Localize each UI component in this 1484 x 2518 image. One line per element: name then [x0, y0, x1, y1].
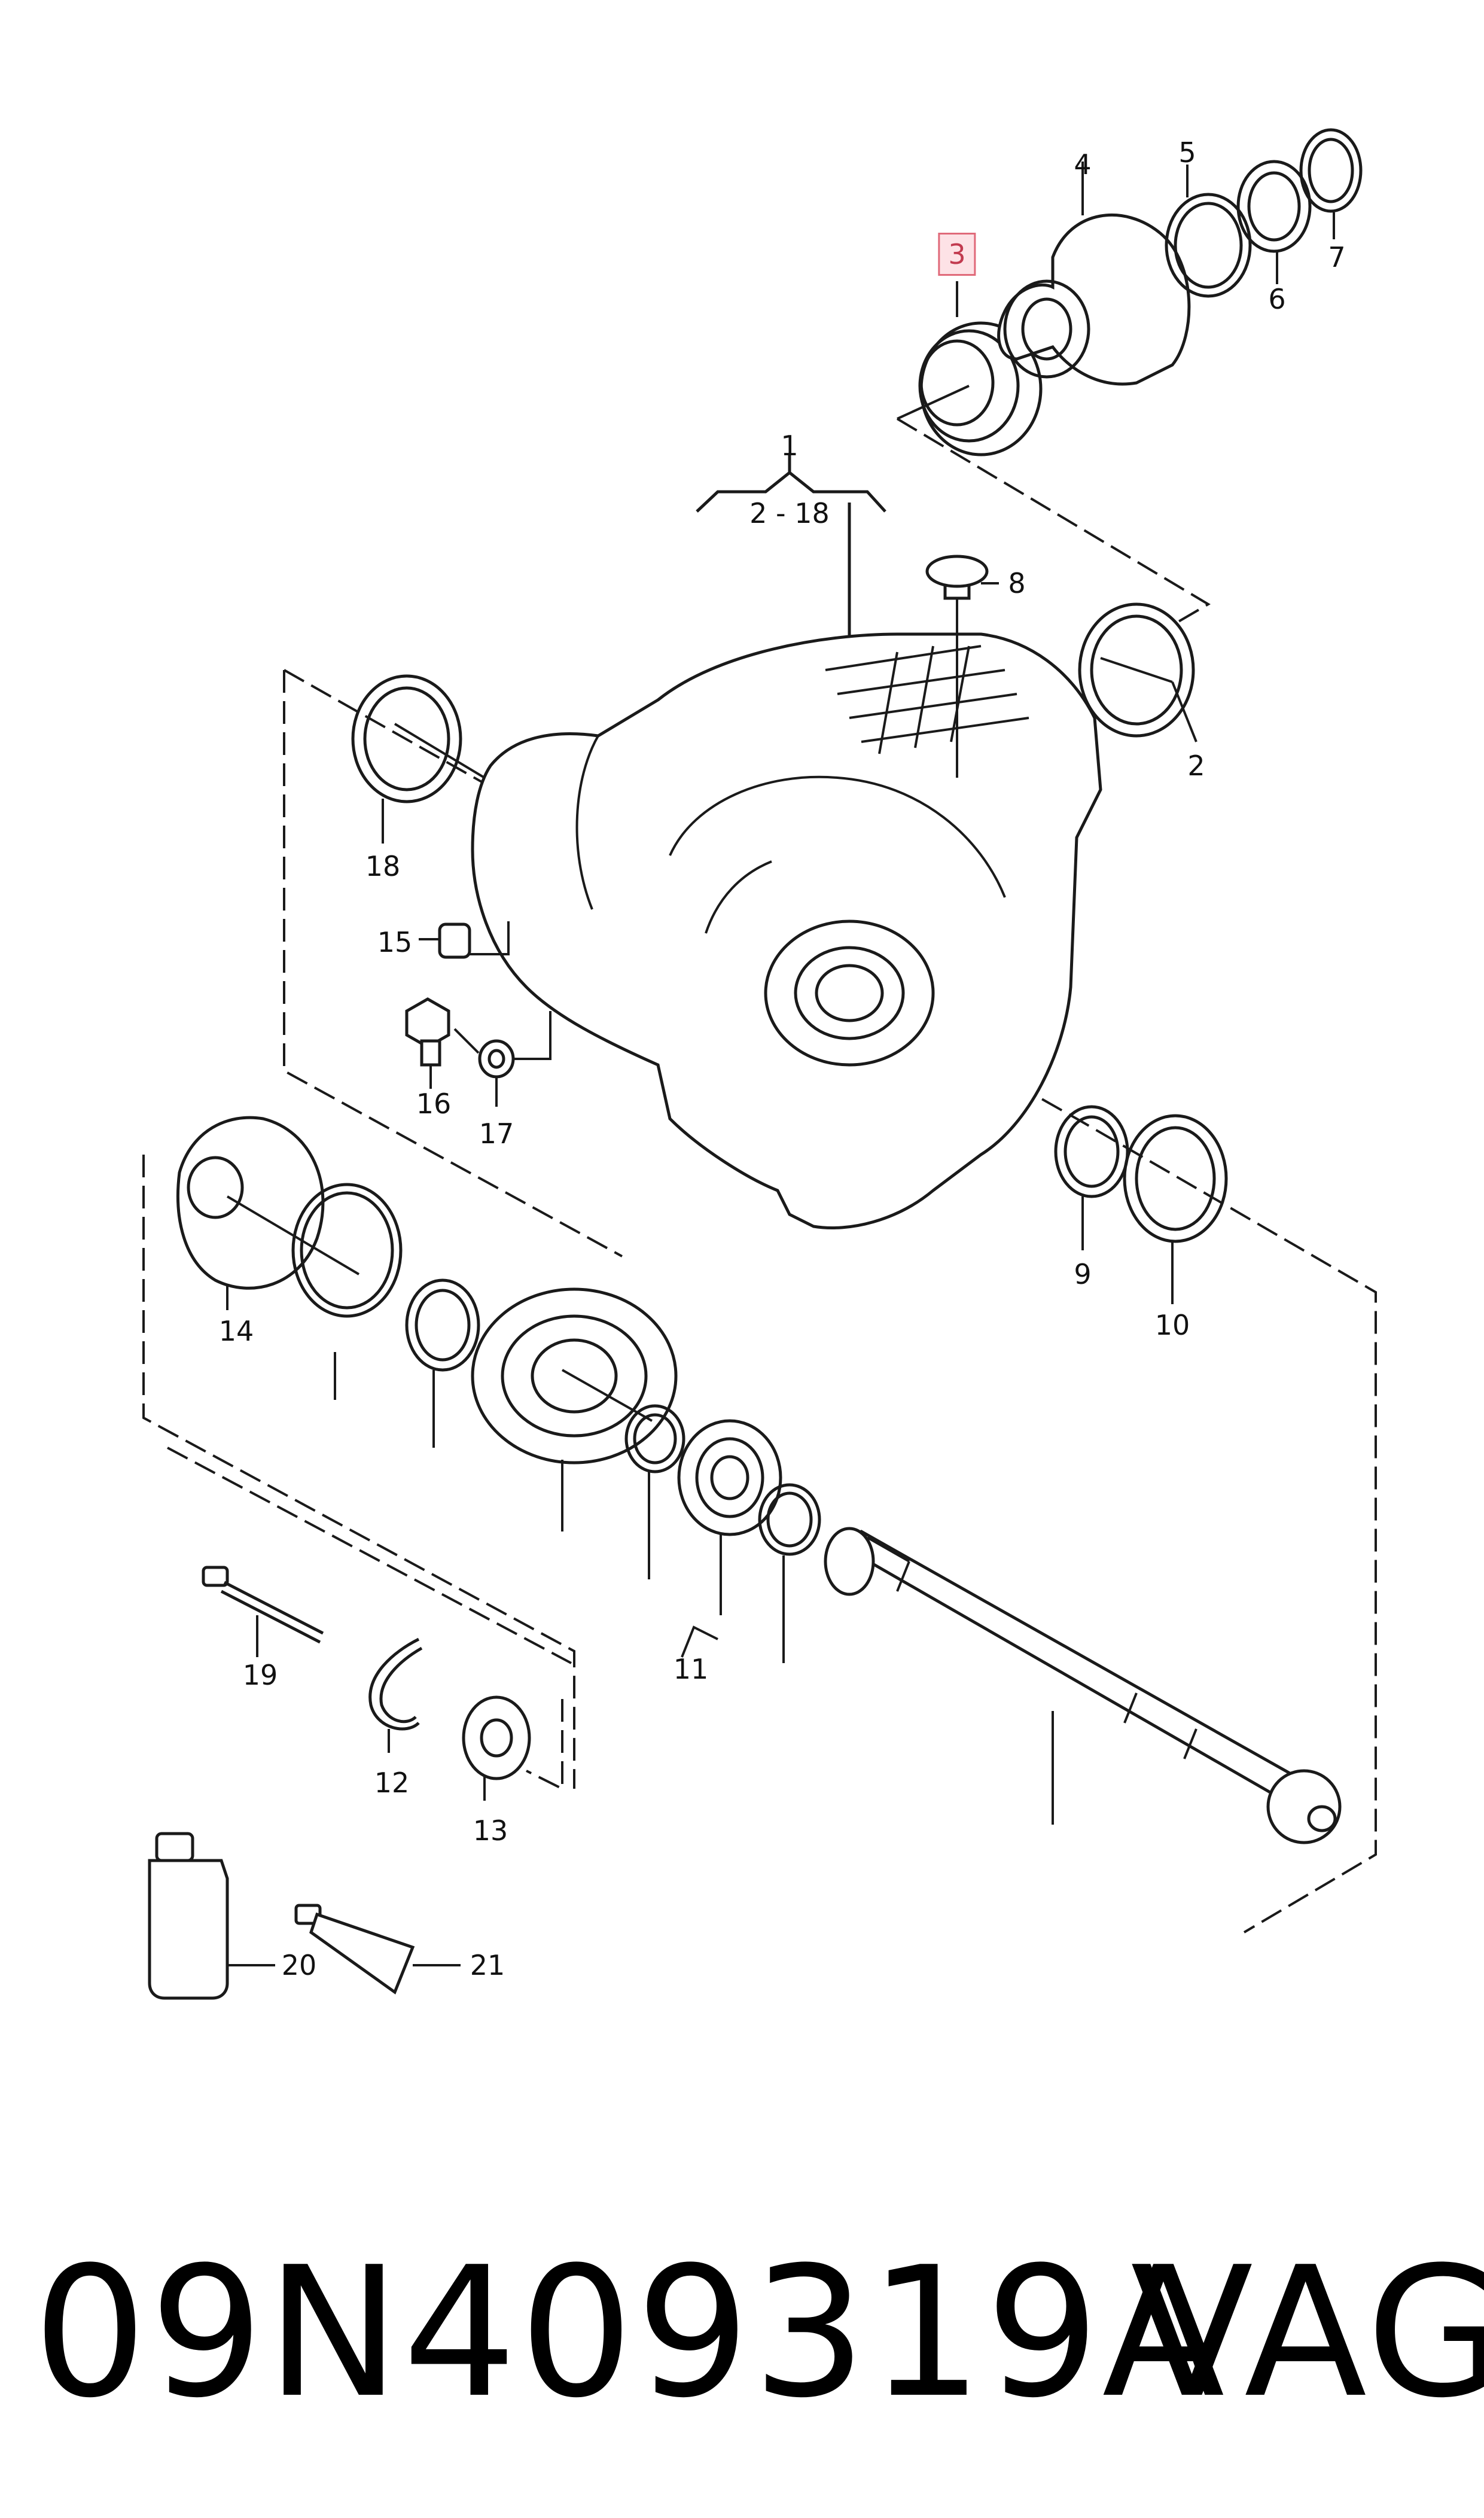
leader-lines-11	[334, 1352, 785, 1663]
flange-outline	[896, 418, 1211, 626]
part-6-ring	[1236, 160, 1312, 284]
callout-7: 7	[1328, 241, 1346, 273]
shaft-group-outline	[142, 1155, 575, 1789]
part-2-seal	[1078, 602, 1197, 742]
callout-14: 14	[218, 1315, 254, 1347]
callout-10: 10	[1154, 1309, 1190, 1341]
part-16-drain-plug	[405, 997, 450, 1089]
callout-12: 12	[374, 1767, 410, 1799]
callout-21: 21	[470, 1949, 505, 1981]
part-19-bolt	[202, 1566, 324, 1657]
callout-16: 16	[416, 1088, 452, 1120]
part-15-plug	[419, 921, 510, 959]
shaft-snap-ring	[291, 1183, 403, 1318]
part-7-circlip	[1299, 128, 1363, 239]
bearing-ring	[624, 1404, 685, 1473]
callout-13: 13	[473, 1814, 508, 1847]
callout-15: 15	[377, 926, 413, 958]
callout-8: 8	[1008, 567, 1026, 599]
bearing-circlip	[758, 1483, 821, 1556]
part-4-flange	[997, 162, 1191, 386]
part-20-oil-bottle	[148, 1832, 275, 2000]
callout-5: 5	[1178, 136, 1196, 169]
output-shaft	[824, 1527, 1342, 1844]
callout-17: 17	[479, 1118, 514, 1150]
callout-4: 4	[1074, 148, 1092, 181]
part-3-shaft-seal	[897, 281, 1043, 456]
callout-2: 2	[1187, 750, 1205, 782]
exploded-parts-diagram: 1 2 - 18 2 3 4 5 6 7 8 9 10 11 12 13 14 …	[142, 128, 1377, 2000]
part-13-washer	[462, 1695, 531, 1801]
part-21-sealant-tube	[294, 1904, 461, 1995]
part-14-cover	[176, 1116, 360, 1310]
callout-18: 18	[365, 850, 401, 882]
retaining-group-outline	[167, 1447, 572, 1791]
callout-19: 19	[242, 1659, 278, 1691]
ball-bearing	[677, 1419, 782, 1536]
part-10-seal	[1123, 1114, 1228, 1304]
roller-bearing	[471, 1287, 678, 1464]
callout-6: 6	[1268, 283, 1286, 315]
part-5-o-ring	[1165, 165, 1252, 298]
part-9-ring	[1054, 1105, 1129, 1250]
callout-3-highlighted: 3	[938, 233, 976, 276]
part-8-breather-cap	[925, 555, 999, 778]
callout-1: 1	[781, 430, 799, 462]
part-17-washer	[453, 1011, 551, 1107]
assembly-outline-left	[283, 670, 623, 1258]
final-drive-housing	[471, 632, 1102, 1229]
parts-drawing	[142, 128, 1377, 2000]
part-12-circlip	[368, 1637, 423, 1753]
leader-line-1	[788, 455, 851, 643]
brand-name: VAG	[1130, 2228, 1484, 2437]
callout-9: 9	[1074, 1258, 1092, 1290]
part-18-seal	[351, 674, 486, 844]
shaft-ring-small	[405, 1278, 480, 1372]
part-number: 09N409319A	[33, 2228, 1227, 2437]
callout-20: 20	[281, 1949, 317, 1981]
callout-2-18: 2 - 18	[749, 497, 830, 529]
callout-11: 11	[673, 1653, 709, 1685]
